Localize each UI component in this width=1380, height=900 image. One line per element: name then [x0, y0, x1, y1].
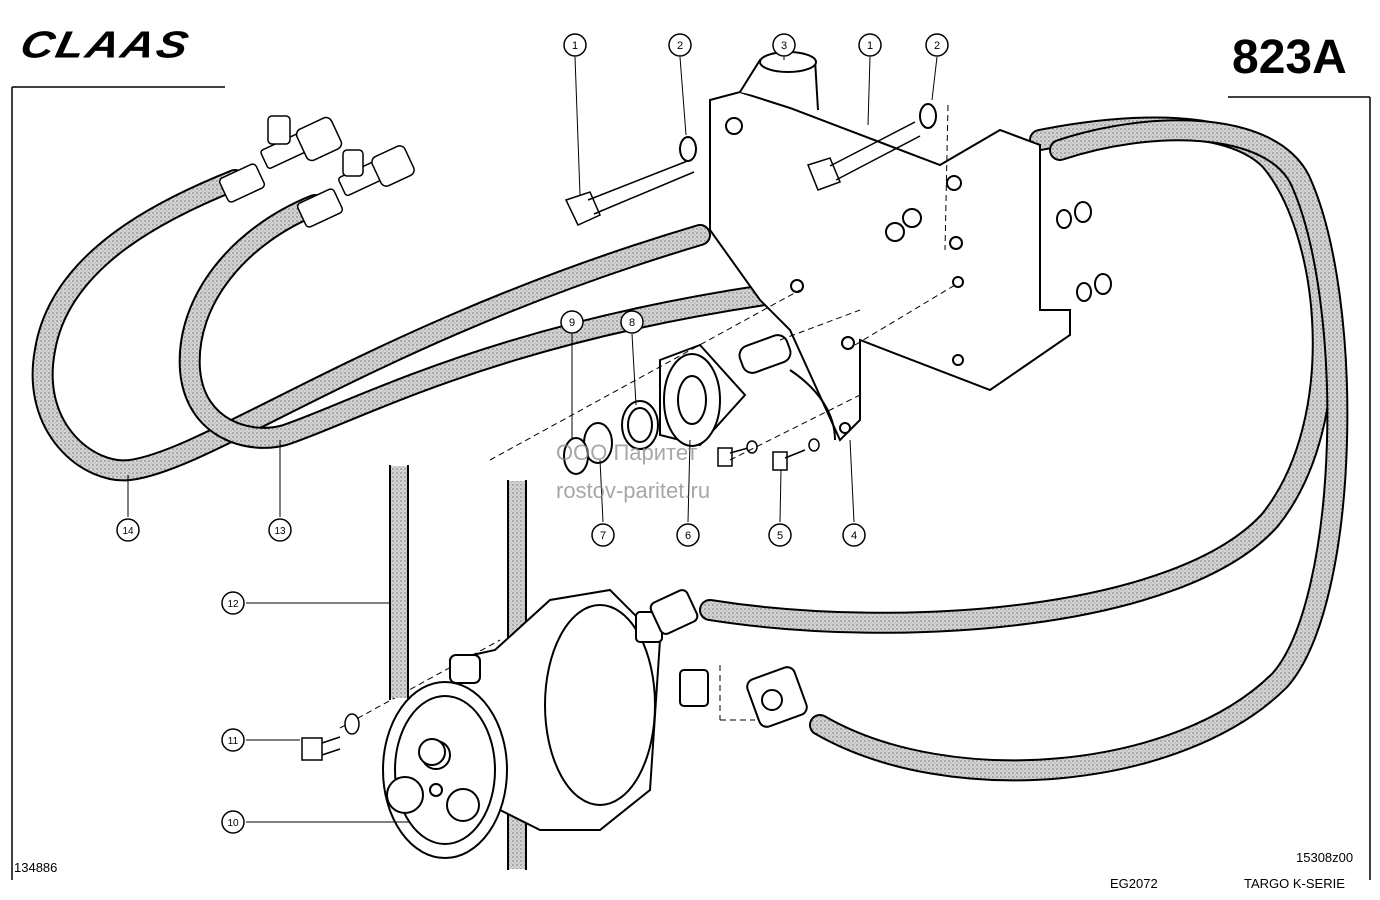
callout-label: 12 [227, 599, 239, 610]
watermark-company: ООО Паритет [556, 440, 698, 465]
callout-label: 11 [228, 736, 239, 747]
footer-group-code: EG2072 [1110, 876, 1158, 891]
callout-8 [620, 310, 644, 334]
hose-14 [31, 169, 711, 482]
callout-label: 13 [274, 526, 286, 537]
footer-model: TARGO K-SERIE [1244, 876, 1345, 891]
callout-3 [772, 33, 796, 57]
callout-label: 4 [851, 530, 857, 542]
callout-2-left [668, 33, 692, 57]
footer-drawing-ref: 15308z00 [1296, 850, 1354, 865]
callout-11 [221, 728, 245, 752]
bolt-1-left [564, 159, 695, 226]
callout-label: 7 [600, 530, 606, 542]
callout-9 [560, 310, 584, 334]
callout-label: 6 [685, 530, 691, 542]
callout-label: 8 [629, 317, 635, 329]
callout-5 [768, 523, 792, 547]
footer-left-code: 134886 [14, 860, 58, 875]
hose-13 [178, 194, 811, 449]
bolt-1-right [807, 121, 921, 191]
watermark-url: rostov-paritet.ru [556, 478, 711, 503]
callout-labels: 1 2 3 1 2 9 8 7 6 5 4 14 13 12 11 10 [122, 40, 940, 829]
callout-markers [116, 33, 949, 834]
page-frame [11, 86, 1371, 880]
callout-label: 3 [781, 40, 787, 52]
callout-7 [591, 523, 615, 547]
callout-1-right [858, 33, 882, 57]
mounting-bracket [709, 51, 1071, 442]
page-code: 823A [1232, 31, 1347, 84]
callout-label: 10 [227, 818, 239, 829]
callout-label: 1 [867, 40, 873, 52]
callout-label: 9 [569, 317, 575, 329]
callout-1-left [563, 33, 587, 57]
callout-label: 14 [122, 526, 134, 537]
callout-13 [268, 518, 292, 542]
callout-4 [842, 523, 866, 547]
pulley-spacer-parts [563, 334, 836, 475]
callout-label: 1 [572, 40, 578, 52]
callout-label: 2 [934, 40, 940, 52]
bolts-5 [717, 438, 820, 471]
ac-compressor [382, 588, 808, 859]
callout-label: 2 [677, 40, 683, 52]
hose-fittings-top-left [218, 115, 415, 228]
callout-leaders [127, 56, 938, 823]
callout-6 [676, 523, 700, 547]
callout-label: 5 [777, 530, 783, 542]
hose-right-loop [699, 116, 1349, 782]
bolt-11 [301, 713, 360, 761]
callout-10 [221, 810, 245, 834]
callout-14 [116, 518, 140, 542]
callout-2-right [925, 33, 949, 57]
washers-2 [679, 103, 1112, 302]
brand-logo: CLAAS [16, 22, 195, 66]
callout-12 [221, 591, 245, 615]
